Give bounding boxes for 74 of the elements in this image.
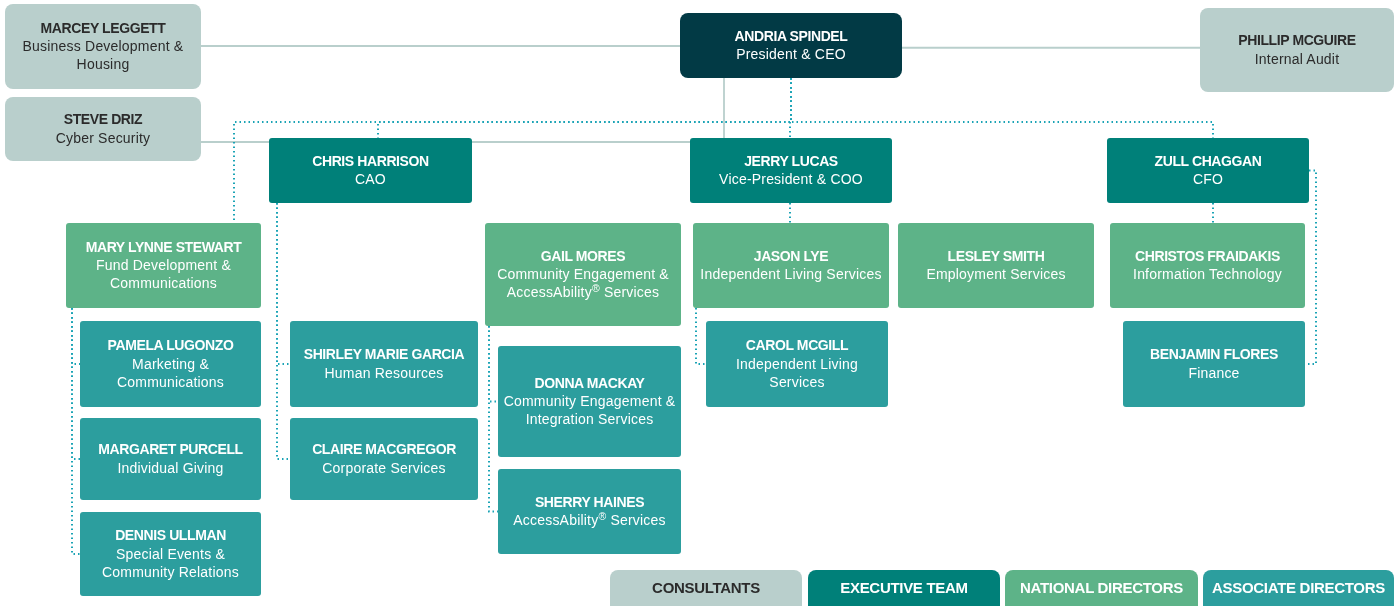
job-title: CAO [355, 170, 386, 189]
person-box [1110, 223, 1305, 308]
job-title: Finance [1188, 363, 1240, 382]
person-box [80, 512, 261, 596]
person-box [80, 321, 261, 407]
person-name: ANDRIA SPINDEL [734, 27, 848, 46]
dotted-connector [1212, 202, 1214, 224]
person-box [1107, 138, 1309, 203]
job-title: Community Engagement & Integration Services [502, 392, 677, 429]
dotted-connector [276, 202, 291, 460]
job-title: Individual Giving [117, 458, 224, 477]
job-title: Fund Development & Communications [94, 256, 233, 293]
person-name: STEVE DRIZ [63, 111, 143, 129]
person-box [690, 138, 892, 203]
person-box [898, 223, 1094, 308]
job-title: Corporate Services [322, 458, 446, 477]
job-title: Marketing & Communications [115, 354, 226, 391]
job-title: Special Events & Community Relations [101, 544, 240, 581]
job-title: Internal Audit [1254, 49, 1340, 68]
job-title: CFO [1192, 170, 1224, 189]
person-box [290, 418, 478, 500]
person-name: CHRISTOS FRAIDAKIS [1135, 247, 1280, 266]
person-name: DONNA MACKAY [534, 374, 645, 393]
person-box [66, 223, 261, 308]
person-name: SHIRLEY MARIE GARCIA [303, 346, 465, 364]
job-title: Independent Living Services [735, 354, 859, 391]
person-box [80, 418, 261, 500]
person-name: SHERRY HAINES [534, 493, 645, 512]
person-box [1200, 8, 1394, 92]
person-name: ZULL CHAGGAN [1154, 152, 1262, 171]
job-title: Independent Living Services [700, 265, 882, 284]
person-name: CHRIS HARRISON [312, 152, 429, 171]
job-title: Information Technology [1133, 265, 1282, 284]
job-title: President & CEO [736, 45, 846, 64]
person-box [1123, 321, 1305, 407]
person-name: PAMELA LUGONZO [107, 337, 234, 355]
person-name: MARCEY LEGGETT [40, 19, 166, 38]
job-title: Human Resources [324, 363, 444, 382]
person-name: GAIL MORES [540, 247, 626, 266]
dotted-connector [789, 202, 791, 224]
person-name: JASON LYE [753, 247, 829, 266]
dotted-connector [695, 307, 707, 365]
legend-label: EXECUTIVE TEAM [840, 577, 968, 598]
dotted-connector [71, 307, 81, 555]
person-box [498, 469, 681, 554]
job-title: Vice-President & COO [719, 170, 863, 189]
person-name: PHILLIP MCGUIRE [1238, 32, 1356, 50]
person-box [693, 223, 889, 308]
person-name: JERRY LUCAS [744, 152, 838, 171]
job-title: Business Development & Housing [21, 37, 185, 74]
job-title: Employment Services [926, 265, 1066, 284]
person-name: LESLEY SMITH [947, 247, 1045, 266]
connector-line [901, 46, 1201, 49]
person-box [290, 321, 478, 407]
job-title: AccessAbility$^{®}$ Services [513, 511, 666, 530]
person-box [5, 97, 201, 161]
legend-label: NATIONAL DIRECTORS [1020, 577, 1183, 598]
connector-line [200, 45, 681, 47]
person-box [706, 321, 888, 407]
person-name: DENNIS ULLMAN [115, 527, 226, 545]
person-box [269, 138, 472, 203]
person-box [5, 4, 201, 89]
job-title: Cyber Security [55, 128, 151, 147]
job-title: Community Engagement & AccessAbility$^{®}$ Services [496, 265, 670, 302]
person-name: MARGARET PURCELL [98, 441, 243, 459]
person-name: CLAIRE MACGREGOR [312, 441, 456, 459]
person-box [498, 346, 681, 457]
person-name: CAROL MCGILL [745, 337, 849, 355]
person-box [485, 223, 681, 326]
person-name: MARY LYNNE STEWART [85, 238, 242, 257]
legend-label: CONSULTANTS [652, 577, 760, 598]
person-name: BENJAMIN FLORES [1150, 346, 1278, 364]
person-box [680, 13, 902, 78]
legend-label: ASSOCIATE DIRECTORS [1212, 577, 1385, 598]
